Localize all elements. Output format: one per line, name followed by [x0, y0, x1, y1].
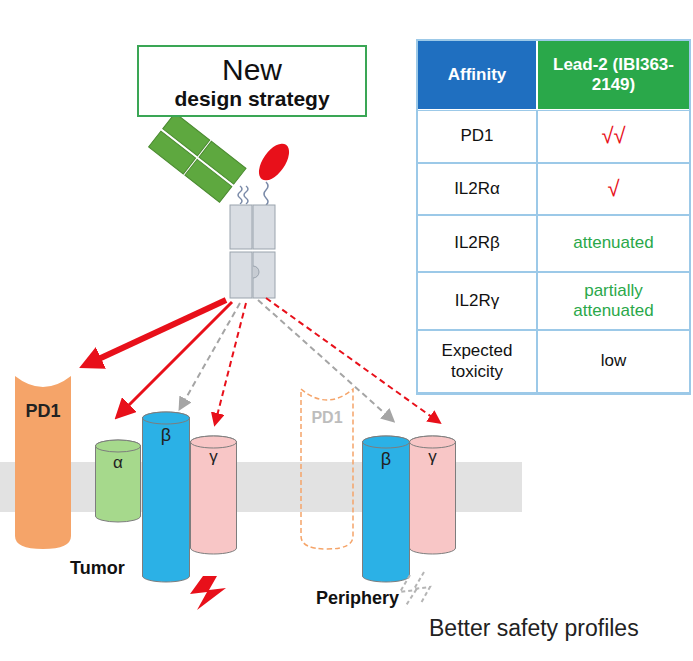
receptor-outline	[14, 372, 72, 550]
table-frame	[416, 39, 691, 395]
table-cell: IL2Rα	[417, 163, 537, 215]
table-header: Lead-2 (IBI363-2149)	[537, 40, 690, 110]
box-title: design strategy	[139, 87, 365, 110]
strong-binding-arrow	[90, 300, 226, 363]
box-title: New	[139, 53, 365, 86]
receptor-label: PD1	[14, 402, 72, 422]
table-cell: Expected toxicity	[417, 330, 537, 393]
table-cell: √	[537, 163, 690, 215]
receptor-label: γ	[190, 448, 237, 467]
table-cell: PD1	[417, 110, 537, 163]
region-label: Tumor	[70, 558, 125, 579]
table-cell: IL2Rβ	[417, 215, 537, 272]
receptor-chain: γ	[190, 436, 237, 554]
table-header: Affinity	[417, 40, 537, 110]
receptor-label: α	[95, 454, 141, 473]
hinge-linker	[238, 186, 242, 204]
receptor-label: γ	[409, 448, 456, 467]
hinge-linker	[244, 186, 248, 204]
receptor-chain: PD1	[300, 385, 354, 550]
receptor-chain: β	[362, 436, 410, 582]
partial-arrow	[216, 303, 246, 420]
receptor-chain: β	[142, 412, 190, 582]
receptor-label: β	[142, 426, 190, 446]
receptor-label: PD1	[300, 409, 354, 427]
receptor-chain: γ	[409, 436, 456, 554]
table-cell: √√	[537, 110, 690, 163]
weak-signal-bolt	[414, 572, 430, 603]
table-cell: partially attenuated	[537, 272, 690, 330]
signal-bolt	[190, 576, 226, 610]
table-cell: attenuated	[537, 215, 690, 272]
table-cell: low	[537, 330, 690, 393]
antibody-fab	[149, 113, 246, 202]
il2-cytokine	[253, 138, 295, 185]
hinge-linker	[264, 182, 268, 205]
partial-arrow	[266, 298, 436, 420]
table-cell: IL2Rγ	[417, 272, 537, 330]
strategy-box: Newdesign strategy	[137, 45, 367, 117]
attenuated-arrow	[182, 303, 240, 405]
note-text: Better safety profiles	[429, 615, 639, 642]
region-label: Periphery	[316, 588, 399, 609]
binding-arrow	[122, 302, 232, 412]
fc-domain	[230, 205, 275, 298]
receptor-label: β	[362, 450, 410, 470]
receptor-chain: α	[95, 440, 141, 522]
receptor-outline	[95, 440, 141, 522]
receptor-chain: PD1	[14, 372, 72, 550]
